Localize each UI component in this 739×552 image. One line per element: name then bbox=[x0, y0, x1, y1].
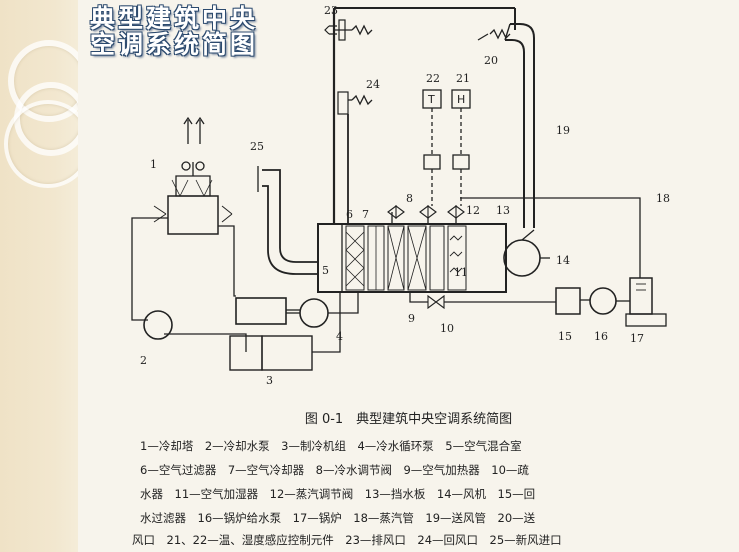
cooling-tower-1 bbox=[153, 116, 233, 235]
label-24: 24 bbox=[366, 78, 380, 91]
label-20: 20 bbox=[484, 54, 498, 67]
label-9: 9 bbox=[408, 312, 415, 325]
label-13: 13 bbox=[496, 204, 510, 217]
room-outline bbox=[333, 7, 516, 224]
legend-line-4: 水过滤器 16—锅炉给水泵 17—锅炉 18—蒸汽管 19—送风管 20—送 bbox=[140, 511, 536, 525]
slide-title-line-2: 空调系统简图 bbox=[90, 30, 259, 59]
chilled-water-pump-4 bbox=[286, 292, 359, 328]
humidity-sensor-21 bbox=[451, 89, 471, 206]
drain-trap-10 bbox=[409, 292, 556, 310]
legend-line-2: 6—空气过滤器 7—空气冷却器 8—冷水调节阀 9—空气加热器 10—疏 bbox=[140, 463, 529, 477]
fresh-air-inlet-25 bbox=[257, 166, 318, 275]
return-water-filter-15 bbox=[555, 287, 590, 315]
label-10: 10 bbox=[440, 322, 454, 335]
legend-line-5: 风口 21、22—温、湿度感应控制元件 23—排风口 24—回风口 25—新风进… bbox=[132, 533, 562, 547]
slide-title-line-1: 典型建筑中央 bbox=[90, 4, 259, 33]
label-11: 11 bbox=[454, 266, 468, 279]
exhaust-outlet-23 bbox=[324, 19, 373, 41]
chiller-3 bbox=[229, 292, 341, 371]
label-1: 1 bbox=[150, 158, 157, 171]
boiler-feed-pump-16 bbox=[589, 287, 630, 315]
steam-pipe-18 bbox=[460, 197, 641, 278]
label-23: 23 bbox=[324, 4, 338, 17]
sensor-h-label: H bbox=[457, 93, 465, 106]
label-4: 4 bbox=[336, 330, 343, 343]
label-15: 15 bbox=[558, 330, 572, 343]
fan-14 bbox=[503, 229, 550, 277]
air-handling-unit bbox=[317, 223, 507, 293]
figure-caption: 图 0-1 典型建筑中央空调系统简图 bbox=[304, 412, 513, 427]
label-2: 2 bbox=[140, 354, 147, 367]
label-7: 7 bbox=[362, 208, 369, 221]
label-12: 12 bbox=[466, 204, 480, 217]
supply-outlet-20 bbox=[477, 28, 511, 41]
valves bbox=[387, 204, 465, 224]
label-22: 22 bbox=[426, 72, 440, 85]
label-21: 21 bbox=[456, 72, 470, 85]
label-14: 14 bbox=[556, 254, 570, 267]
legend-line-1: 1—冷却塔 2—冷却水泵 3—制冷机组 4—冷水循环泵 5—空气混合室 bbox=[140, 439, 522, 453]
slide-title: 典型建筑中央 空调系统简图 bbox=[90, 6, 320, 58]
label-6: 6 bbox=[346, 208, 353, 221]
return-air-inlet-24 bbox=[333, 91, 373, 224]
label-18: 18 bbox=[656, 192, 670, 205]
legend-line-3: 水器 11—空气加湿器 12—蒸汽调节阀 13—挡水板 14—风机 15—回 bbox=[140, 487, 536, 501]
cooling-water-loop bbox=[131, 217, 247, 352]
label-3: 3 bbox=[266, 374, 273, 387]
hvac-system-diagram: 1 2 3 4 5 6 7 8 9 10 11 12 13 14 15 16 1… bbox=[131, 4, 670, 387]
boiler-17 bbox=[625, 277, 667, 327]
label-25: 25 bbox=[250, 140, 264, 153]
sensor-t-label: T bbox=[427, 93, 435, 106]
label-16: 16 bbox=[594, 330, 608, 343]
label-8: 8 bbox=[406, 192, 413, 205]
label-17: 17 bbox=[630, 332, 644, 345]
label-5: 5 bbox=[322, 264, 329, 277]
temperature-sensor-22 bbox=[422, 89, 442, 206]
label-19: 19 bbox=[556, 124, 570, 137]
